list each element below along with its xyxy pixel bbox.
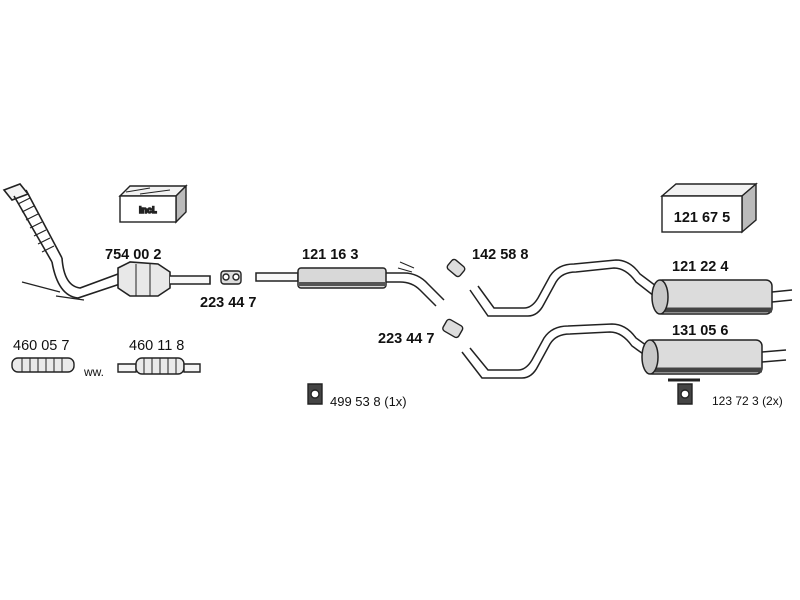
front-pipe-part: [2, 183, 211, 301]
rubber-mount-b-number: 123 72 3: [712, 394, 759, 408]
flex-pipe-a-label: 460 05 7: [13, 338, 70, 354]
rear-silencer-a-label: 121 22 4: [672, 259, 729, 275]
mounting-kit-incl-box: incl.: [118, 184, 188, 224]
flex-pipe-b-part: [117, 357, 201, 375]
rubber-mount-b-label: 123 72 3 (2x): [712, 394, 783, 408]
rubber-mount-a-label: 499 53 8 (1x): [330, 394, 407, 409]
incl-label: incl.: [139, 205, 157, 215]
clamp-front-part: [220, 270, 242, 285]
rear-silencer-b-part: [461, 323, 787, 379]
mounting-kit-box: 121 67 5: [660, 182, 758, 234]
rubber-mount-a-qty: (1x): [384, 394, 407, 409]
front-pipe-label: 754 00 2: [105, 247, 162, 263]
middle-silencer-label: 121 16 3: [302, 247, 359, 263]
middle-silencer-part: [255, 261, 445, 307]
clamp-rear-label: 142 58 8: [472, 247, 529, 263]
mounting-kit-label: 121 67 5: [674, 210, 730, 226]
rear-silencer-b-label: 131 05 6: [672, 323, 729, 339]
rubber-mount-a-part: [307, 383, 323, 405]
alternative-separator: ww.: [84, 365, 105, 379]
flex-pipe-b-label: 460 11 8: [129, 338, 185, 354]
rubber-mount-b-qty: (2x): [762, 394, 783, 408]
flex-pipe-a-part: [11, 357, 75, 373]
rear-silencer-a-part: [469, 259, 793, 317]
rubber-mount-b-part: [668, 378, 700, 405]
clamp-front-label: 223 44 7: [200, 295, 257, 311]
clamp-mid-label: 223 44 7: [378, 331, 435, 347]
clamp-mid-part: [442, 318, 464, 339]
rubber-mount-a-number: 499 53 8: [330, 394, 381, 409]
clamp-rear-part: [446, 258, 466, 278]
